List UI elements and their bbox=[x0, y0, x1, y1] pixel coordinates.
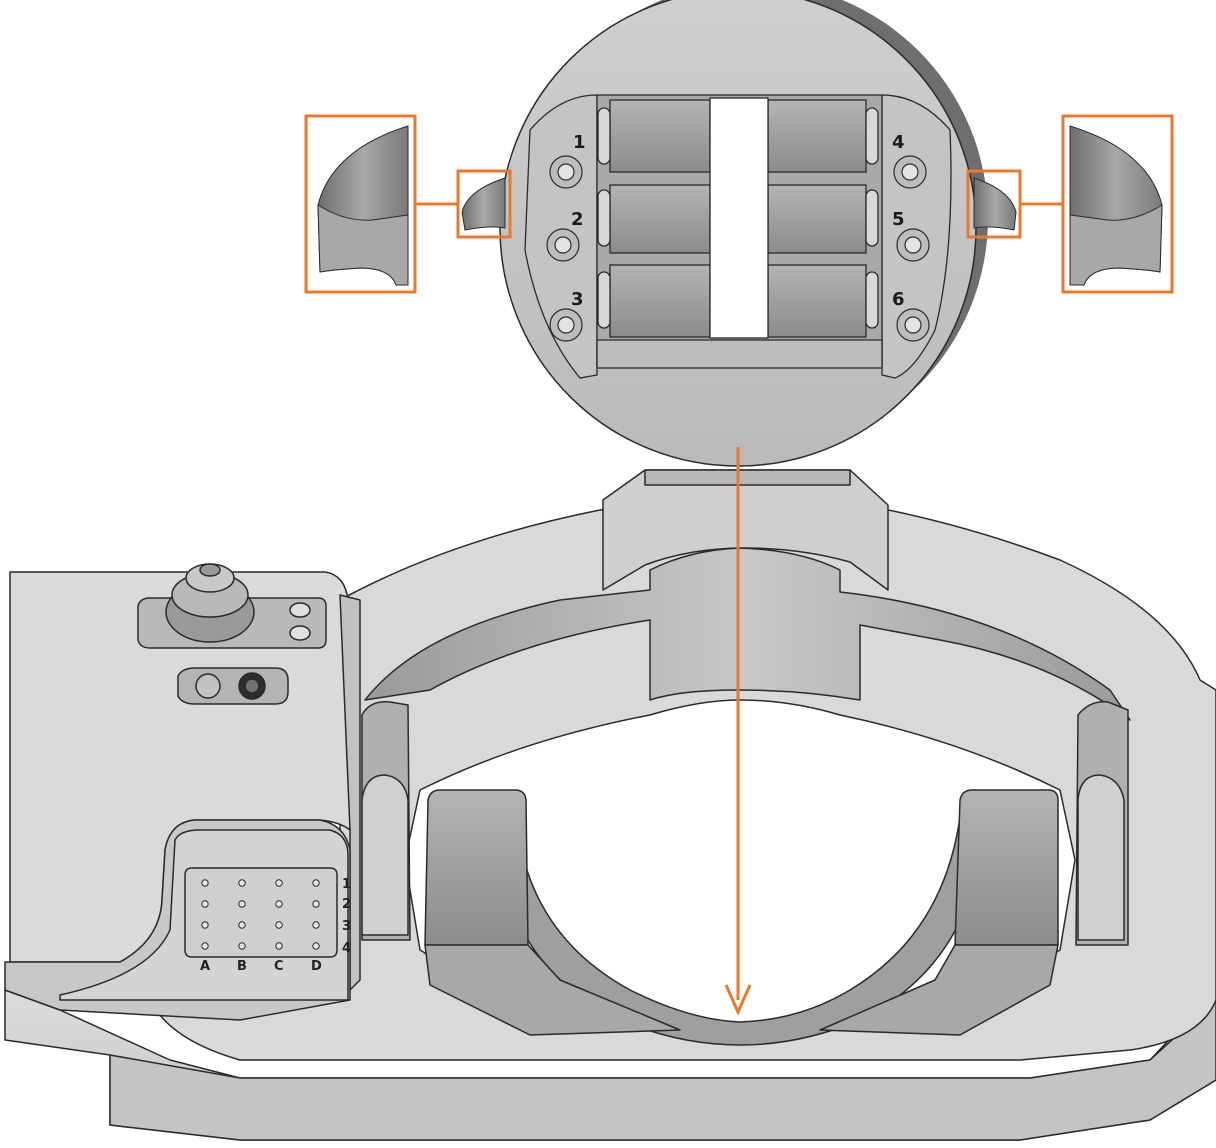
grid-hole bbox=[312, 921, 320, 929]
grid-hole bbox=[275, 921, 283, 929]
grid-hole bbox=[312, 900, 320, 908]
detail-screws bbox=[546, 155, 930, 342]
detail-roller bbox=[597, 271, 611, 329]
grid-hole bbox=[312, 879, 320, 887]
screw-icon bbox=[554, 236, 572, 254]
detail-block-1 bbox=[609, 99, 711, 173]
detail-block-6 bbox=[767, 264, 867, 338]
detail-block-2 bbox=[609, 184, 711, 254]
grid-row-labels: 1 2 3 4 bbox=[342, 877, 351, 956]
grid-row-label: 4 bbox=[342, 941, 351, 956]
slot-number: 5 bbox=[892, 209, 905, 230]
right-jaw-large bbox=[1069, 125, 1163, 286]
grid-row-label: 3 bbox=[342, 919, 351, 934]
grid-hole bbox=[238, 900, 246, 908]
right-clamp-block bbox=[954, 789, 1059, 946]
right-hinge-slot bbox=[1077, 774, 1125, 941]
detail-roller bbox=[865, 271, 879, 329]
top-bracket bbox=[602, 469, 889, 591]
left-block-side bbox=[339, 594, 361, 991]
right-clamp-foot bbox=[819, 944, 1059, 1036]
detail-block-3 bbox=[609, 264, 711, 338]
slot-number: 3 bbox=[571, 289, 584, 310]
grid-hole bbox=[201, 900, 209, 908]
left-hinge-slot bbox=[361, 774, 409, 936]
ring-inner-wall bbox=[364, 547, 1131, 721]
base-front-face bbox=[109, 999, 1216, 1141]
arrow-head-icon bbox=[724, 984, 752, 1016]
slot-number: 1 bbox=[573, 132, 586, 153]
detail-view: 1 2 3 4 5 6 bbox=[499, 0, 988, 467]
callouts bbox=[304, 114, 1174, 294]
detail-block-4 bbox=[767, 99, 867, 173]
grid-plate bbox=[184, 867, 338, 958]
indicator-plate bbox=[177, 667, 289, 705]
grid-column-label: D bbox=[311, 959, 322, 974]
detail-frame-base bbox=[596, 339, 883, 369]
slot-number: 4 bbox=[892, 132, 905, 153]
left-clamp-foot bbox=[424, 944, 681, 1036]
knob-hole-bottom bbox=[289, 625, 311, 641]
pointer-arrow bbox=[724, 447, 752, 1016]
detail-roller bbox=[865, 189, 879, 247]
knob-hole-top bbox=[289, 602, 311, 618]
detail-roller bbox=[597, 107, 611, 165]
top-bracket-face bbox=[644, 469, 851, 486]
right-jaw-small bbox=[973, 177, 1017, 231]
grid-row-label: 1 bbox=[342, 877, 351, 892]
grid-hole bbox=[201, 879, 209, 887]
grid-column-labels: A B C D bbox=[200, 959, 322, 974]
grid-hole bbox=[238, 942, 246, 950]
grid-hole bbox=[238, 879, 246, 887]
screw-icon bbox=[557, 163, 575, 181]
detail-center-slot bbox=[709, 97, 769, 339]
grid-column-label: B bbox=[237, 959, 247, 974]
grid-hole bbox=[275, 942, 283, 950]
grid-hole bbox=[275, 879, 283, 887]
grid-hole bbox=[275, 900, 283, 908]
screw-icon bbox=[901, 163, 919, 181]
detail-roller bbox=[597, 189, 611, 247]
indicator-light bbox=[195, 673, 221, 699]
indicator-button-inner bbox=[244, 678, 260, 694]
left-clamp-block bbox=[424, 789, 529, 946]
fixture-body bbox=[4, 469, 1216, 1141]
knob-cap bbox=[199, 563, 221, 577]
slot-number: 6 bbox=[892, 289, 905, 310]
left-jaw-small bbox=[461, 177, 506, 231]
grid-plate-dots bbox=[201, 879, 320, 950]
grid-column-label: C bbox=[274, 959, 284, 974]
grid-hole bbox=[201, 921, 209, 929]
grid-hole bbox=[238, 921, 246, 929]
right-callout-large bbox=[1061, 114, 1174, 294]
grid-column-label: A bbox=[200, 959, 210, 974]
left-callout-large bbox=[304, 114, 417, 294]
grid-hole bbox=[312, 942, 320, 950]
screw-icon bbox=[904, 236, 922, 254]
grid-row-label: 2 bbox=[342, 897, 351, 912]
screw-icon bbox=[557, 316, 575, 334]
screw-icon bbox=[904, 316, 922, 334]
detail-block-5 bbox=[767, 184, 867, 254]
left-jaw-large bbox=[317, 125, 409, 286]
slot-number: 2 bbox=[571, 209, 584, 230]
grid-hole bbox=[201, 942, 209, 950]
detail-roller bbox=[865, 107, 879, 165]
